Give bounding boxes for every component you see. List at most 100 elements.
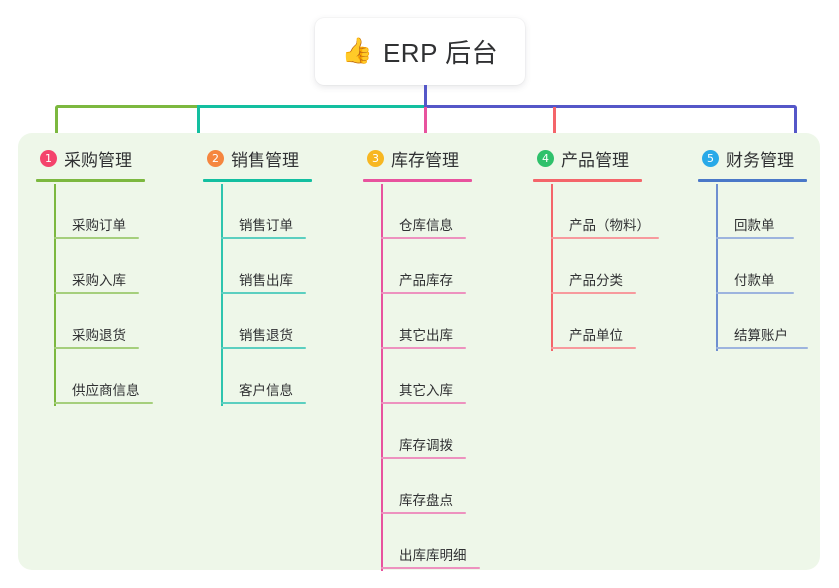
branch-spine-3	[381, 184, 383, 571]
list-item[interactable]: 其它入库	[381, 349, 515, 404]
leaf-rule	[551, 292, 636, 294]
leaf-rule	[221, 237, 306, 239]
list-item[interactable]: 销售订单	[221, 182, 345, 239]
branch-rule-2	[203, 179, 312, 182]
connector-root-stem	[424, 85, 427, 108]
leaf-label: 销售订单	[239, 218, 293, 233]
branch-columns: 1 采购管理 采购订单 采购入库 采购退货 供应商信息	[18, 133, 820, 571]
branch-rule-3	[363, 179, 472, 182]
branch-header-4[interactable]: 4 产品管理	[515, 144, 680, 172]
list-item[interactable]: 仓库信息	[381, 182, 515, 239]
connector-bus-blue-right	[694, 105, 797, 108]
connector-drop-3	[424, 107, 427, 143]
connector-drop-5	[794, 105, 797, 143]
leaf-label: 采购订单	[72, 218, 126, 233]
leaf-rule	[54, 347, 139, 349]
leaf-rule	[381, 567, 480, 569]
branch-label-5: 财务管理	[726, 150, 794, 170]
leaf-label: 销售退货	[239, 328, 293, 343]
branch-label-2: 销售管理	[231, 150, 299, 170]
leaf-rule	[54, 402, 153, 404]
connector-drop-1	[55, 105, 58, 143]
leaf-label: 采购入库	[72, 273, 126, 288]
leaf-rule	[716, 292, 794, 294]
branch-rule-4	[533, 179, 642, 182]
thumbs-up-icon: 👍	[341, 37, 373, 65]
list-item[interactable]: 采购订单	[54, 182, 185, 239]
branch-header-1[interactable]: 1 采购管理	[18, 144, 185, 172]
list-item[interactable]: 采购退货	[54, 294, 185, 349]
leaf-label: 结算账户	[734, 328, 788, 343]
leaf-label: 其它出库	[399, 328, 453, 343]
list-item[interactable]: 产品单位	[551, 294, 680, 349]
list-item[interactable]: 其它出库	[381, 294, 515, 349]
list-item[interactable]: 库存调拨	[381, 404, 515, 459]
list-item[interactable]: 付款单	[716, 239, 820, 294]
list-item[interactable]: 回款单	[716, 182, 820, 239]
leaf-rule	[716, 347, 808, 349]
leaf-label: 产品分类	[569, 273, 623, 288]
branch-badge-2: 2	[207, 149, 224, 167]
branch-header-3[interactable]: 3 库存管理	[345, 144, 515, 172]
branch-leaves-5: 回款单 付款单 结算账户	[680, 182, 820, 349]
leaf-rule	[381, 347, 466, 349]
root-node[interactable]: 👍 ERP 后台	[315, 18, 525, 85]
leaf-rule	[551, 237, 659, 239]
leaf-rule	[716, 237, 794, 239]
leaf-label: 产品库存	[399, 273, 453, 288]
branch-badge-3: 3	[367, 149, 384, 167]
leaf-rule	[381, 402, 466, 404]
list-item[interactable]: 产品分类	[551, 239, 680, 294]
list-item[interactable]: 销售退货	[221, 294, 345, 349]
branch-header-5[interactable]: 5 财务管理	[680, 144, 820, 172]
branch-leaves-4: 产品（物料） 产品分类 产品单位	[515, 182, 680, 349]
branch-column-5: 5 财务管理 回款单 付款单 结算账户	[680, 133, 820, 351]
leaf-rule	[221, 402, 306, 404]
leaf-label: 出库库明细	[399, 548, 467, 563]
branch-spine-2	[221, 184, 223, 406]
mindmap-panel	[18, 133, 820, 570]
list-item[interactable]: 采购入库	[54, 239, 185, 294]
branch-label-4: 产品管理	[561, 150, 629, 170]
branch-spine-1	[54, 184, 56, 406]
leaf-label: 销售出库	[239, 273, 293, 288]
leaf-label: 采购退货	[72, 328, 126, 343]
leaf-label: 仓库信息	[399, 218, 453, 233]
list-item[interactable]: 产品库存	[381, 239, 515, 294]
leaf-rule	[54, 292, 139, 294]
root-title: ERP 后台	[382, 38, 499, 68]
leaf-rule	[381, 457, 466, 459]
branch-label-3: 库存管理	[391, 150, 459, 170]
branch-badge-4: 4	[537, 149, 554, 167]
list-item[interactable]: 销售出库	[221, 239, 345, 294]
leaf-label: 产品（物料）	[569, 218, 650, 233]
list-item[interactable]: 客户信息	[221, 349, 345, 404]
list-item[interactable]: 供应商信息	[54, 349, 185, 404]
branch-column-4: 4 产品管理 产品（物料） 产品分类 产品单位	[515, 133, 680, 351]
leaf-label: 其它入库	[399, 383, 453, 398]
leaf-label: 库存调拨	[399, 438, 453, 453]
connector-drop-2	[197, 105, 200, 143]
connector-bus-green	[55, 105, 200, 108]
connector-bus-blue	[424, 105, 696, 108]
branch-spine-4	[551, 184, 553, 351]
leaf-rule	[221, 292, 306, 294]
connector-drop-4	[553, 107, 556, 143]
leaf-rule	[381, 512, 466, 514]
list-item[interactable]: 产品（物料）	[551, 182, 680, 239]
list-item[interactable]: 出库库明细	[381, 514, 515, 569]
branch-badge-5: 5	[702, 149, 719, 167]
leaf-label: 供应商信息	[72, 383, 140, 398]
leaf-rule	[381, 237, 466, 239]
leaf-rule	[381, 292, 466, 294]
leaf-label: 产品单位	[569, 328, 623, 343]
list-item[interactable]: 结算账户	[716, 294, 820, 349]
branch-header-2[interactable]: 2 销售管理	[185, 144, 345, 172]
leaf-label: 付款单	[734, 273, 775, 288]
branch-spine-5	[716, 184, 718, 351]
leaf-rule	[54, 237, 139, 239]
list-item[interactable]: 库存盘点	[381, 459, 515, 514]
branch-leaves-1: 采购订单 采购入库 采购退货 供应商信息	[18, 182, 185, 404]
branch-badge-1: 1	[40, 149, 57, 167]
